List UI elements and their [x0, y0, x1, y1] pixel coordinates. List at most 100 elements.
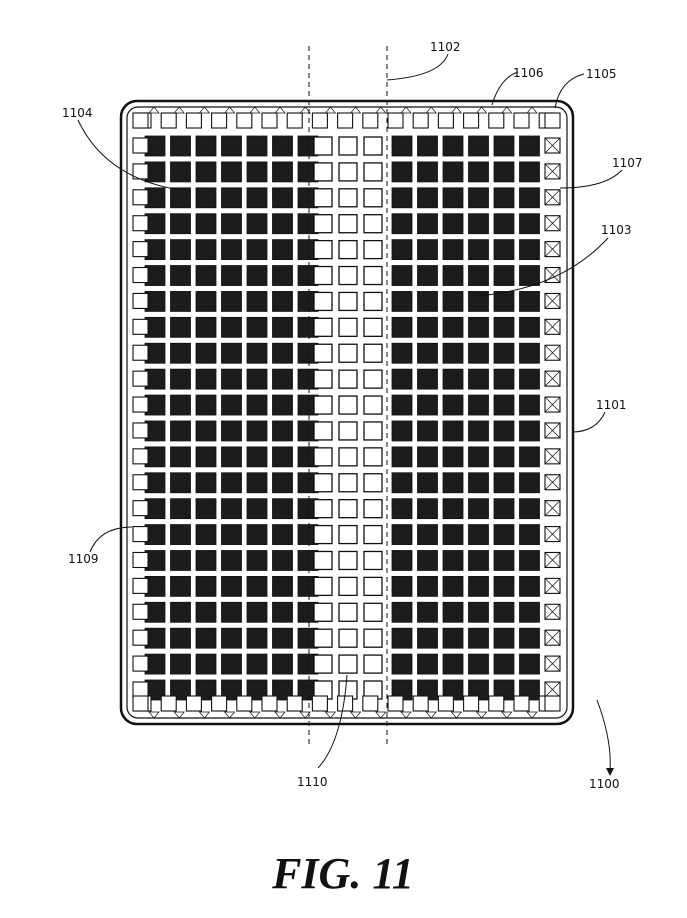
dark-cell [391, 524, 413, 545]
dark-cell [195, 213, 217, 235]
bottom-edge-cell [513, 695, 530, 712]
dark-cell [246, 161, 268, 183]
dark-cell [272, 316, 293, 338]
dark-cell [417, 550, 438, 571]
label-1100: 1100 [589, 777, 620, 791]
dark-cell [519, 161, 540, 183]
dark-cell [519, 446, 540, 468]
top-edge-cell [160, 112, 177, 129]
light-cell [363, 550, 383, 571]
dark-cell [519, 187, 540, 209]
dark-cell [170, 446, 191, 468]
corner-cell [132, 112, 149, 129]
left-edge-cell [132, 474, 149, 491]
dark-cell [221, 135, 242, 157]
light-cell [313, 447, 333, 467]
dark-cell [417, 161, 438, 183]
edge-marker [173, 106, 185, 114]
dark-cell [170, 472, 191, 494]
dark-cell [519, 627, 540, 649]
right-edge-cross [544, 293, 561, 309]
left-edge-cell [132, 551, 149, 569]
dark-cell [170, 213, 191, 235]
dark-cell [391, 368, 413, 390]
dark-cell [391, 239, 413, 261]
right-edge-cross [544, 215, 561, 231]
left-edge-cell [132, 526, 149, 543]
light-cell [338, 214, 358, 234]
bottom-edge-cell [387, 695, 404, 712]
edge-marker [400, 711, 412, 719]
light-cell [363, 499, 383, 519]
bottom-edge-cell [236, 695, 253, 712]
edge-marker [450, 106, 463, 114]
light-cell [363, 343, 383, 363]
dark-cell [519, 601, 540, 623]
edge-marker [450, 711, 463, 719]
light-cell [363, 136, 383, 156]
dark-cell [221, 342, 242, 364]
top-edge-cell [463, 112, 480, 129]
dark-cell [246, 420, 268, 442]
dark-cell [170, 550, 191, 571]
dark-cell [442, 498, 464, 520]
dark-cell [417, 213, 438, 235]
top-edge-cell [387, 112, 404, 129]
light-cell [363, 473, 383, 493]
bottom-edge-cell [160, 695, 177, 712]
dark-cell [272, 342, 293, 364]
left-edge-cell [132, 577, 149, 594]
dark-cell [493, 472, 515, 494]
dark-cell [493, 239, 515, 261]
dark-cell [272, 135, 293, 157]
leader-1106 [491, 71, 519, 106]
dark-cell [519, 135, 540, 157]
dark-cell [221, 368, 242, 390]
dark-cell [417, 342, 438, 364]
dark-cell [195, 291, 217, 312]
dark-cell [417, 135, 438, 157]
dark-cell [468, 161, 489, 183]
dark-cell [170, 291, 191, 312]
left-edge-cell [132, 655, 149, 672]
dark-cell [391, 394, 413, 416]
dark-cell [493, 213, 515, 235]
dark-cell [246, 575, 268, 597]
dark-cell [519, 420, 540, 442]
left-edge-cell [132, 266, 149, 284]
dark-cell [246, 265, 268, 286]
top-edge-cell [437, 112, 454, 129]
dark-cell [221, 575, 242, 597]
dark-cell [519, 524, 540, 545]
dark-cell [417, 368, 438, 390]
edge-marker [324, 106, 337, 114]
light-cell [363, 602, 383, 622]
corner-cell [544, 112, 561, 129]
dark-cell [195, 472, 217, 494]
left-edge-cell [132, 137, 149, 154]
dark-cell [246, 187, 268, 209]
left-edge-cell [132, 215, 149, 232]
dark-cell [195, 575, 217, 597]
light-cell [363, 576, 383, 597]
dark-cell [272, 291, 293, 312]
dark-cell [170, 135, 191, 157]
dark-cell [468, 472, 489, 494]
dark-cell [493, 575, 515, 597]
light-cell [313, 395, 333, 415]
light-cell [313, 136, 333, 156]
cell-grid [132, 106, 561, 719]
corner-cell [544, 695, 561, 712]
dark-cell [468, 291, 489, 312]
dark-cell [442, 446, 464, 468]
dark-cell [442, 368, 464, 390]
dark-cell [468, 498, 489, 520]
dark-cell [442, 291, 464, 312]
dark-cell [493, 368, 515, 390]
dark-cell [391, 316, 413, 338]
dark-cell [221, 679, 242, 701]
leader-1107 [559, 169, 623, 189]
dark-cell [272, 213, 293, 235]
left-edge-cell [132, 681, 149, 698]
dark-cell [493, 291, 515, 312]
